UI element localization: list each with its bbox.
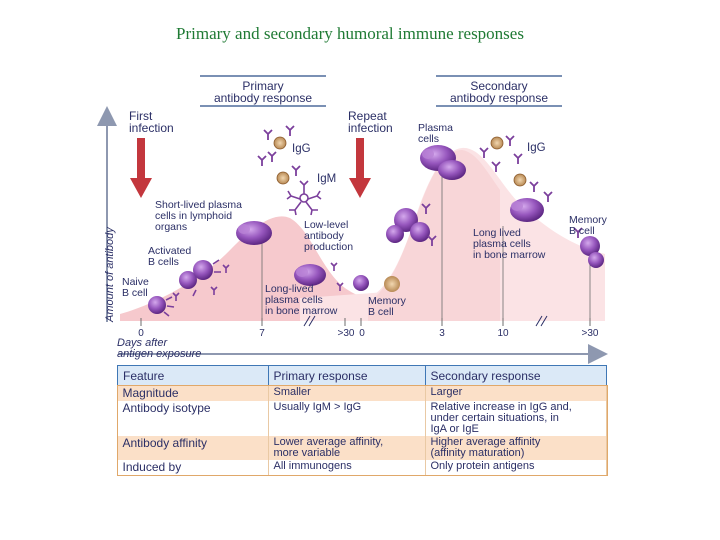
memory-b-cell-mid (353, 275, 400, 292)
longlived-left-line2: plasma cells (265, 294, 323, 306)
slide-title: Primary and secondary humoral immune res… (176, 24, 524, 43)
plasma-cells-line2: cells (418, 133, 439, 145)
tick-label: 0 (138, 328, 144, 339)
secondary-cell: Only protein antigens (425, 460, 607, 475)
repeat-infection-arrow: Repeat infection (348, 109, 393, 198)
memory-right-line2: B cell (569, 225, 595, 237)
igg-antibodies-right (421, 135, 583, 246)
x-axis: 0 7 >30 0 3 10 >30 Days after antigen ex… (117, 315, 608, 364)
igm-pentamer (286, 180, 322, 216)
lowlevel-label-line1: Low-level (304, 219, 348, 231)
secondary-b-cell-cluster (386, 208, 430, 243)
table-row: Induced by All immunogens Only protein a… (117, 460, 607, 475)
primary-header-line2: antibody response (214, 91, 312, 105)
feature-cell: Induced by (117, 460, 269, 475)
tick-label: >30 (582, 328, 599, 339)
tick-label: 7 (259, 328, 265, 339)
comparison-table: Feature Primary response Secondary respo… (116, 365, 608, 476)
memory-mid-line1: Memory (368, 295, 407, 307)
antibodies-small (172, 262, 344, 301)
primary-response-curve (120, 216, 380, 322)
memory-right-line1: Memory (569, 214, 608, 226)
table-row: Magnitude Smaller Larger (117, 385, 607, 401)
longlived-right-line1: Long lived (473, 227, 521, 239)
y-axis-label: Amount of antibody (104, 226, 116, 323)
primary-response-header: Primary antibody response (200, 75, 326, 107)
shortlived-label-line2: cells in lymphoid (155, 210, 232, 222)
shortlived-label-line1: Short-lived plasma (155, 199, 242, 211)
secondary-cell-line: Higher average affinity (430, 436, 541, 448)
long-lived-plasma-cell-right (510, 198, 544, 222)
secondary-cell-line: IgA or IgE (430, 423, 479, 435)
secondary-header-line1: Secondary (470, 79, 527, 93)
table-header-row: Feature Primary response Secondary respo… (117, 365, 607, 386)
table-row: Antibody isotype Usually IgM > IgG Relat… (117, 401, 607, 436)
table-row: Antibody affinity Lower average affinity… (117, 436, 607, 460)
secondary-cell-line: Relative increase in IgG and, (430, 401, 572, 413)
feature-cell: Antibody affinity (117, 436, 269, 460)
long-lived-plasma-cell-left (294, 264, 326, 286)
activated-b-cell (179, 259, 221, 297)
secondary-cell-line: (affinity maturation) (430, 447, 525, 459)
activated-label-line2: B cells (148, 256, 179, 268)
tick-label: >30 (338, 328, 355, 339)
secondary-plasma-cells (420, 145, 466, 180)
primary-cell-line: Lower average affinity, (273, 436, 384, 448)
feature-cell: Antibody isotype (117, 401, 269, 436)
igg-label-right: IgG (527, 142, 546, 154)
memory-b-cell-right (580, 236, 604, 268)
y-axis: Amount of antibody (97, 106, 117, 323)
primary-cell: Lower average affinity, more variable (268, 436, 426, 460)
lowlevel-label-line3: production (304, 241, 353, 253)
secondary-cell: Larger (425, 385, 607, 401)
longlived-left-line3: in bone marrow (265, 305, 338, 317)
secondary-response-header: Secondary antibody response (436, 75, 562, 107)
longlived-right-line3: in bone marrow (473, 249, 546, 261)
secondary-cell: Higher average affinity (affinity matura… (425, 436, 607, 460)
feature-cell: Magnitude (117, 385, 269, 401)
tick-label: 3 (439, 328, 445, 339)
longlived-left-line1: Long-lived (265, 283, 314, 295)
secondary-response-core (368, 150, 500, 322)
igm-label: IgM (317, 173, 336, 185)
memory-mid-line1: B cell (368, 306, 394, 318)
column-header-secondary: Secondary response (424, 365, 607, 386)
x-axis-label-line2: antigen exposure (117, 348, 201, 360)
first-infection-line2: infection (129, 121, 174, 135)
primary-cell: All immunogens (268, 460, 426, 475)
tick-label: 10 (497, 328, 509, 339)
column-header-primary: Primary response (267, 365, 426, 386)
secondary-cell-line: under certain situations, in (430, 412, 559, 424)
shortlived-label-line3: organs (155, 221, 187, 233)
longlived-right-line2: plasma cells (473, 238, 531, 250)
plasma-cells-line1: Plasma (418, 122, 453, 134)
igg-label-left: IgG (292, 143, 311, 155)
first-infection-line1: First (129, 109, 153, 123)
short-lived-plasma-cell (236, 221, 272, 245)
naive-label-line1: Naive (122, 276, 149, 288)
primary-cell-line: more variable (273, 447, 341, 459)
naive-b-cell (148, 296, 175, 317)
secondary-cell: Relative increase in IgG and, under cert… (425, 401, 607, 436)
secondary-header-line2: antibody response (450, 91, 548, 105)
primary-cell: Smaller (268, 385, 426, 401)
column-header-feature: Feature (117, 365, 269, 386)
repeat-infection-line1: Repeat (348, 109, 387, 123)
lowlevel-label-line2: antibody (304, 230, 344, 242)
primary-cell: Usually IgM > IgG (268, 401, 426, 436)
first-infection-arrow: First infection (129, 109, 174, 198)
x-axis-label-line1: Days after (117, 337, 168, 349)
primary-response-tail (300, 292, 385, 322)
primary-header-line1: Primary (242, 79, 283, 93)
antigen-presenting-cells (273, 136, 527, 187)
leader-lines (261, 170, 591, 322)
naive-label-line2: B cell (122, 287, 148, 299)
tick-label: 0 (359, 328, 365, 339)
repeat-infection-line2: infection (348, 121, 393, 135)
annotation-labels: Naive B cell Activated B cells Short-liv… (122, 122, 608, 318)
igg-antibodies-left (257, 125, 301, 176)
activated-label-line1: Activated (148, 245, 191, 257)
